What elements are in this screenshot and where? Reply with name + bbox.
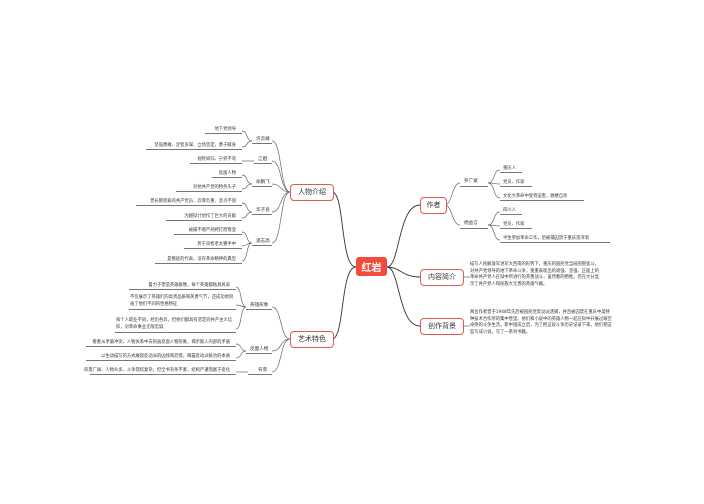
connector-center-author: [386, 204, 421, 268]
art-category[interactable]: 背景: [258, 368, 268, 373]
character-detail[interactable]: 地下党领导: [214, 127, 236, 132]
art-category[interactable]: 英雄形象: [250, 303, 269, 308]
character-name[interactable]: 华子良: [256, 208, 270, 213]
character-detail[interactable]: 为越狱计划作了巨大的贡献: [184, 214, 236, 219]
character-detail[interactable]: 被捕不堪严刑拷打而叛变: [188, 228, 236, 233]
author-luo-item[interactable]: 党员、作家: [503, 180, 525, 185]
connector-center-art: [331, 266, 357, 340]
art-detail[interactable]: 着力于塑造英雄群像，每个英雄都独具风采: [148, 283, 230, 288]
character-name[interactable]: 浦志高: [256, 239, 270, 244]
character-detail[interactable]: 坚强勇敢、足智多谋、立场坚定，勇于献身: [154, 143, 236, 148]
art-detail[interactable]: 以生动描写的方式展现反动派的凶残和恐惧，揭露反动派统治的本质: [101, 354, 230, 359]
node-author[interactable]: 作者: [420, 197, 447, 214]
node-characters[interactable]: 人物介绍: [290, 184, 334, 201]
author-yang-item[interactable]: 四川人: [503, 208, 516, 213]
character-detail[interactable]: 反面人物: [218, 171, 236, 176]
author-luo-item[interactable]: 重庆人: [503, 166, 516, 171]
author-yang-item[interactable]: 党员、作家: [503, 222, 525, 227]
background-text[interactable]: 两位作者曾于1948年先后被国民党反动派逮捕，并且被囚禁在重庆中美特种技术合作所…: [470, 310, 612, 335]
central-topic[interactable]: 红岩: [356, 257, 387, 276]
connector-center-intro: [386, 266, 421, 278]
connector-center-background: [386, 266, 421, 327]
author-luo-label[interactable]: 罗广斌: [464, 179, 478, 184]
node-intro[interactable]: 内容简介: [420, 269, 464, 286]
author-yang-item[interactable]: 半生参加革命工作，后被捕囚禁于重庆渣滓洞: [503, 236, 589, 241]
node-art[interactable]: 艺术特色: [290, 331, 334, 348]
author-luo-item[interactable]: 文化大革命中受到迫害，跳楼自杀: [503, 194, 568, 199]
art-detail[interactable]: 不仅展示了英雄们的高贵品质和英勇气节，还成功地刻画了他们不同的性格特征: [130, 295, 234, 307]
art-detail[interactable]: 背景广阔、人物众多、斗争错综复杂，但全书有条不紊，结构严谨而富于变化: [83, 368, 230, 373]
character-name[interactable]: 徐鹏飞: [256, 180, 270, 185]
character-detail[interactable]: 视死如归、宁折不弯: [197, 157, 236, 162]
character-detail[interactable]: 曾长期装疯的共产党员、忍辱负重、坚贞不屈: [150, 199, 236, 204]
author-yang-label[interactable]: 杨益言: [464, 221, 478, 226]
character-detail[interactable]: 是叛徒的代表，没有革命精神的典型: [167, 257, 236, 262]
art-detail[interactable]: 每个人职业不同，经历各异，但他们都具有坚定的共产主义信仰，对革命事业无限忠诚: [116, 318, 233, 330]
connector-center-characters: [331, 191, 357, 268]
art-detail[interactable]: 看重从矛盾冲突、人物关系中去刻画反面人物形象，揭示敌人内部的矛盾: [92, 340, 231, 345]
character-detail[interactable]: 对抗共产党的特务头子: [193, 185, 236, 190]
character-name[interactable]: 江姐: [258, 157, 268, 162]
character-name[interactable]: 许云峰: [256, 137, 270, 142]
art-category[interactable]: 反面人物: [250, 347, 269, 352]
character-detail[interactable]: 死于双枪老太婆手中: [197, 242, 236, 247]
node-background[interactable]: 创作背景: [420, 318, 464, 335]
intro-text[interactable]: 描写人民解放军进军大西南的形势下，重庆的国民党当局困兽犹斗，对共产党领导的地下革…: [470, 262, 599, 287]
